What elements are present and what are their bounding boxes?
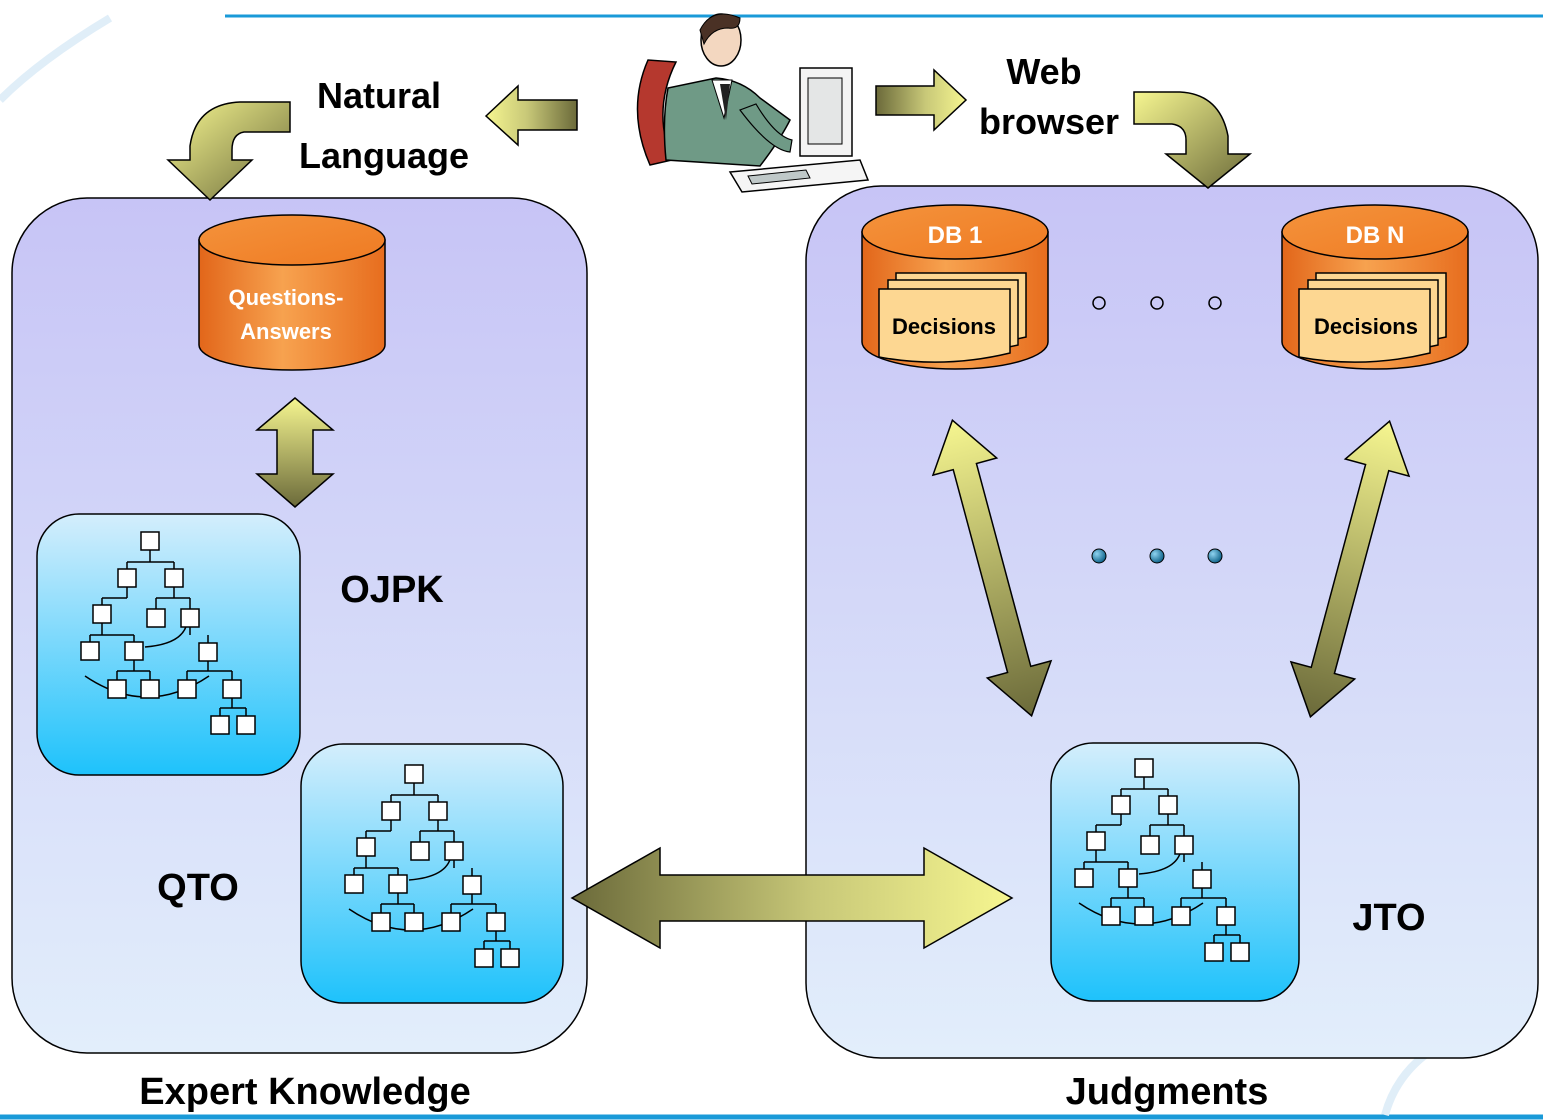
qto-ontology-box <box>300 743 564 1004</box>
natural-language-text: Natural <box>317 75 441 116</box>
jto-label: JTO <box>1352 897 1425 939</box>
judgments-panel <box>805 185 1539 1059</box>
expert-knowledge-caption: Expert Knowledge <box>139 1071 471 1113</box>
natural-language-curved-arrow <box>166 101 291 202</box>
db1-database: DB 1 Decisions <box>861 204 1049 370</box>
link-ellipsis-dots <box>1091 548 1223 564</box>
decisions-document-stack: Decisions <box>878 272 1027 363</box>
user-at-computer-illustration <box>636 13 870 193</box>
judgments-caption: Judgments <box>1066 1071 1269 1113</box>
dbn-label: DB N <box>1346 222 1405 249</box>
qto-jto-double-arrow <box>570 846 1014 950</box>
decisions-document-stack: Decisions <box>1298 272 1447 363</box>
db1-jto-double-arrow <box>931 418 1053 718</box>
web-browser-arrow <box>875 68 968 132</box>
dbn-database: DB N Decisions <box>1281 204 1469 370</box>
jto-ontology-box <box>1050 742 1300 1002</box>
web-browser-curved-arrow <box>1133 91 1253 189</box>
decisions-label: Decisions <box>1314 314 1418 339</box>
questions-answers-database: Questions-Answers <box>198 214 386 371</box>
qto-label: QTO <box>157 867 239 909</box>
qa-ojpk-double-arrow <box>254 397 336 508</box>
natural-language-label-line1: Natural Language <box>299 75 469 176</box>
dbn-jto-double-arrow <box>1289 419 1411 719</box>
web-browser-label: Web browser <box>979 51 1119 142</box>
ojpk-ontology-box <box>36 513 301 776</box>
decisions-label: Decisions <box>892 314 996 339</box>
database-ellipsis-dots <box>1092 296 1222 310</box>
ojpk-label: OJPK <box>340 569 444 611</box>
questions-answers-label-line1: Questions-Answers <box>229 285 344 344</box>
db1-label: DB 1 <box>928 222 983 249</box>
natural-language-arrow <box>484 84 578 147</box>
